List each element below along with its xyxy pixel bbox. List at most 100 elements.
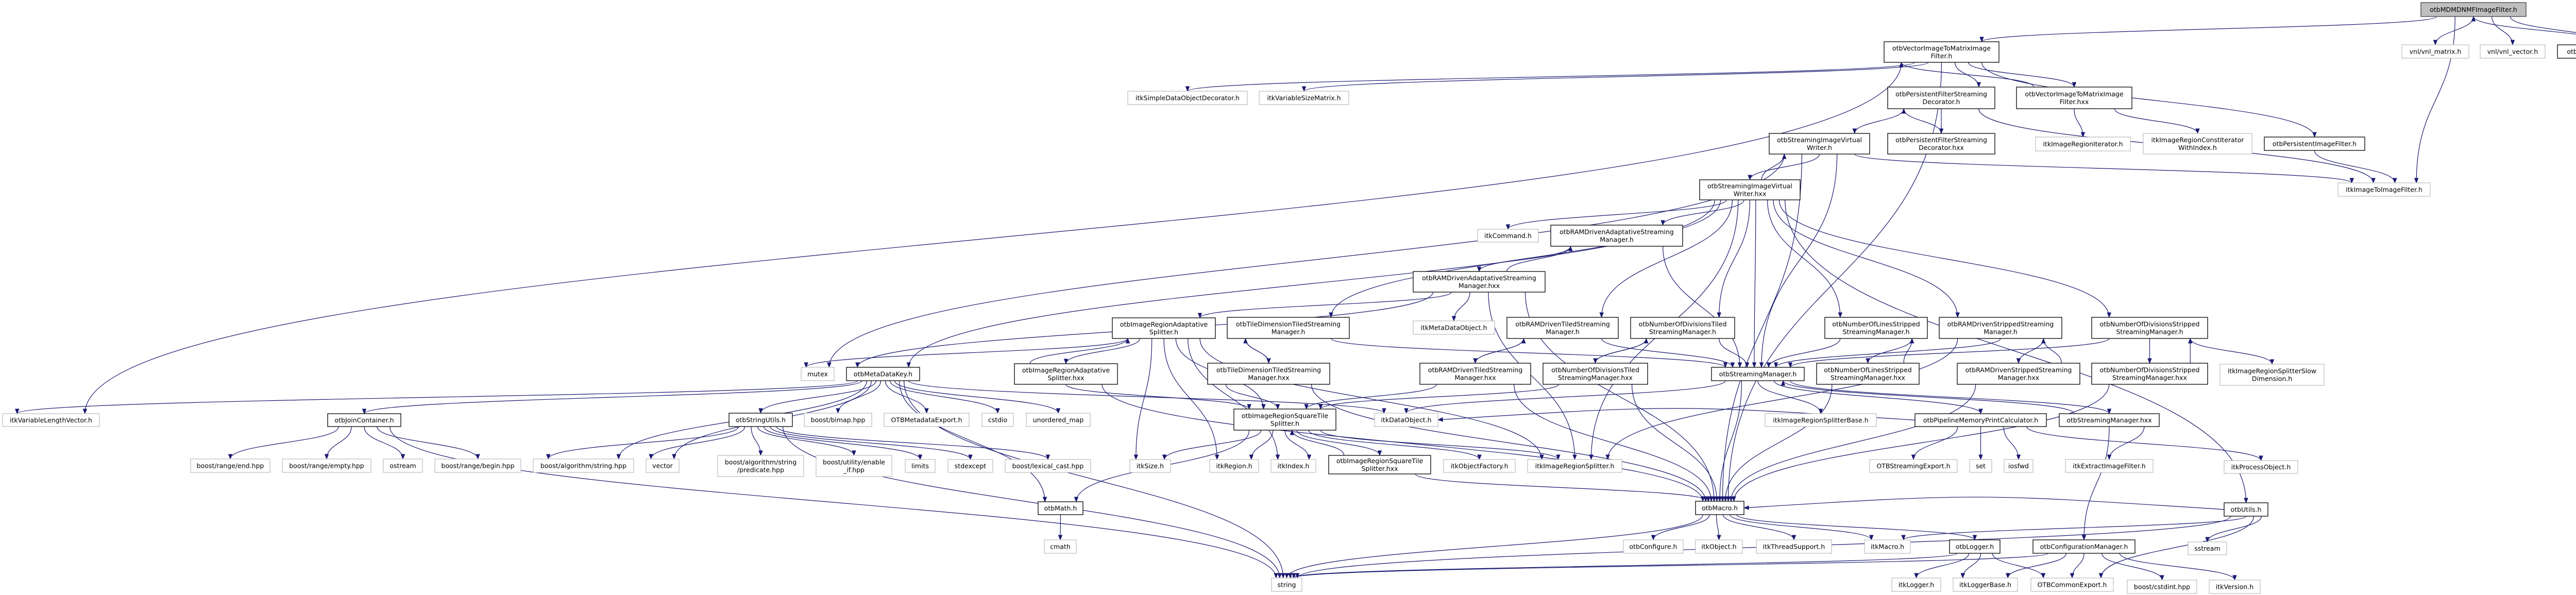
node-otbnumberofdivisionstiledstreamingmanager-hxx[interactable]: otbNumberOfDivisionsTiledStreamingManage…	[1543, 363, 1648, 385]
node-itkprocessobject-h[interactable]: itkProcessObject.h	[2224, 460, 2298, 474]
node-otblogger-h[interactable]: otbLogger.h	[1949, 539, 2001, 554]
node-box	[1864, 539, 1911, 554]
node-sstream[interactable]: sstream	[2188, 541, 2227, 555]
node-boost-utility-enable-if-hpp[interactable]: boost/utility/enable_if.hpp	[816, 455, 892, 477]
node-itkregion-h[interactable]: itkRegion.h	[1209, 459, 1259, 473]
node-cmath[interactable]: cmath	[1044, 539, 1077, 554]
node-label: set	[1976, 462, 1986, 470]
node-otbmetadataexport-h[interactable]: OTBMetadataExport.h	[884, 413, 970, 427]
node-boost-bimap-hpp[interactable]: boost/bimap.hpp	[804, 413, 872, 427]
node-otbnumberoflinesstrippedstreamingmanager-h[interactable]: otbNumberOfLinesStrippedStreamingManager…	[1824, 317, 1928, 339]
node-boost-algorithm-string-predicate-hpp[interactable]: boost/algorithm/string/predicate.hpp	[717, 455, 804, 477]
node-limits[interactable]: limits	[905, 459, 936, 473]
node-otbnumberofdivisionsstrippedstreamingmanager-hxx[interactable]: otbNumberOfDivisionsStrippedStreamingMan…	[2091, 363, 2208, 385]
edge-otbimageregionadaptativesplitter-h-to-otbimageregionadaptativesplitter-hxx	[1063, 338, 1140, 365]
node-otbstreamingmanager-h[interactable]: otbStreamingManager.h	[1711, 367, 1805, 381]
node-itkcommand-h[interactable]: itkCommand.h	[1477, 229, 1539, 243]
node-vnl-vnl-vector-h[interactable]: vnl/vnl_vector.h	[2480, 44, 2546, 59]
node-otbramdrivenadaptativestreamingmanager-hxx[interactable]: otbRAMDrivenAdaptativeStreamingManager.h…	[1413, 271, 1546, 293]
node-otbnumberofdivisionstiledstreamingmanager-h[interactable]: otbNumberOfDivisionsTiledStreamingManage…	[1630, 317, 1735, 339]
edge-otbstreamingimagevirtualwriter-hxx-to-otbnumberofdivisionsstrippedstreamingmanager-h	[1778, 199, 2112, 318]
node-itkthreadsupport-h[interactable]: itkThreadSupport.h	[1756, 539, 1832, 554]
node-label: string	[1278, 581, 1296, 589]
node-otbmath-h[interactable]: otbMath.h	[1038, 501, 1083, 515]
node-itkdataobject-h[interactable]: itkDataObject.h	[1374, 413, 1438, 427]
node-itkversion-h[interactable]: itkVersion.h	[2209, 580, 2261, 594]
edge-otbnumberofdivisionsstrippedstreamingmanager-h-to-itkimageregionsplitterslowdimension-h	[2190, 338, 2275, 365]
node-otbnumberoflinesstrippedstreamingmanager-hxx[interactable]: otbNumberOfLinesStrippedStreamingManager…	[1816, 363, 1920, 385]
node-itkmetadataobject-h[interactable]: itkMetaDataObject.h	[1413, 320, 1495, 335]
node-itksize-h[interactable]: itkSize.h	[1129, 459, 1171, 473]
node-otbmdmdnmfimagefilter-h[interactable]: otbMDMDNMFImageFilter.h	[2420, 2, 2527, 17]
node-otbmetadatakey-h[interactable]: otbMetaDataKey.h	[846, 367, 920, 381]
node-string[interactable]: string	[1271, 577, 1302, 592]
node-itkobject-h[interactable]: itkObject.h	[1695, 539, 1743, 554]
node-otbutils-h[interactable]: otbUtils.h	[2224, 502, 2268, 517]
node-mutex[interactable]: mutex	[801, 367, 835, 381]
node-itkimageregioniterator-h[interactable]: itkImageRegionIterator.h	[2035, 137, 2131, 151]
node-itkmacro-h[interactable]: itkMacro.h	[1864, 539, 1911, 554]
node-otbconfigure-h[interactable]: otbConfigure.h	[1623, 539, 1684, 554]
node-otbconfigurationmanager-h[interactable]: otbConfigurationManager.h	[2032, 539, 2136, 554]
node-otbtiledimensiontiledstreamingmanager-hxx[interactable]: otbTileDimensionTiledStreamingManager.hx…	[1207, 363, 1330, 385]
node-label: cmath	[1050, 543, 1071, 551]
node-itkloggerbase-h[interactable]: itkLoggerBase.h	[1953, 577, 2018, 592]
node-itkindex-h[interactable]: itkIndex.h	[1270, 459, 1316, 473]
node-otbpersistentimagefilter-h[interactable]: otbPersistentImageFilter.h	[2264, 137, 2365, 151]
node-vnl-vnl-matrix-h[interactable]: vnl/vnl_matrix.h	[2401, 44, 2469, 59]
node-ostream[interactable]: ostream	[383, 458, 423, 473]
node-itksimpledataobjectdecorator-h[interactable]: itkSimpleDataObjectDecorator.h	[1127, 91, 1248, 105]
edge-otbvectorimagetomatriximagefilter-hxx-to-itkimageregioniterator-h	[2074, 108, 2086, 138]
node-itklogger-h[interactable]: itkLogger.h	[1891, 577, 1941, 592]
node-itkextractimagefilter-h[interactable]: itkExtractImageFilter.h	[2065, 459, 2154, 473]
node-otbpipelinememoryprintcalculator-h[interactable]: otbPipelineMemoryPrintCalculator.h	[1914, 413, 2047, 427]
node-otbnumberofdivisionsstrippedstreamingmanager-h[interactable]: otbNumberOfDivisionsStrippedStreamingMan…	[2091, 317, 2208, 339]
node-boost-range-begin-hpp[interactable]: boost/range/begin.hpp	[434, 458, 521, 473]
node-cstdio[interactable]: cstdio	[981, 413, 1014, 427]
node-boost-lexical-cast-hpp[interactable]: boost/lexical_cast.hpp	[1005, 459, 1091, 473]
node-boost-range-empty-hpp[interactable]: boost/range/empty.hpp	[282, 458, 371, 473]
node-label: Filter.h	[1931, 52, 1953, 60]
node-itkvariablesizematrix-h[interactable]: itkVariableSizeMatrix.h	[1259, 91, 1349, 105]
node-boost-algorithm-string-hpp[interactable]: boost/algorithm/string.hpp	[533, 458, 634, 473]
node-vector[interactable]: vector	[646, 458, 680, 473]
node-boost-range-end-hpp[interactable]: boost/range/end.hpp	[190, 458, 270, 473]
node-itkimageregionsplitter-h[interactable]: itkImageRegionSplitter.h	[1527, 459, 1622, 473]
node-otbjoincontainer-h[interactable]: otbJoinContainer.h	[327, 413, 401, 427]
node-itkobjectfactory-h[interactable]: itkObjectFactory.h	[1443, 459, 1516, 473]
node-otbpersistentfilterstreamingdecorator-hxx[interactable]: otbPersistentFilterStreamingDecorator.hx…	[1887, 133, 1995, 155]
edge-otbstreamingimagevirtualwriter-hxx-to-otbstreamingmanager-h	[1752, 199, 1757, 368]
node-otbmacro-h[interactable]: otbMacro.h	[1695, 501, 1744, 515]
node-otbcommonexport-h[interactable]: OTBCommonExport.h	[2030, 577, 2114, 592]
node-itkimagetoimagefilter-h[interactable]: itkImageToImageFilter.h	[2337, 182, 2431, 197]
node-unordered-map[interactable]: unordered_map	[1026, 413, 1091, 427]
node-stdexcept[interactable]: stdexcept	[947, 459, 993, 473]
edge-otbvectorimagetomatriximagefilter-h-to-otbmacro-h	[1726, 62, 1942, 502]
node-otbstreamingexport-h[interactable]: OTBStreamingExport.h	[1869, 459, 1958, 473]
node-itkvariablelengthvector-h[interactable]: itkVariableLengthVector.h	[2, 413, 100, 427]
node-otbmdmdnmfimagefilter-hxx[interactable]: otbMDMDNMFImageFilter.hxx	[2557, 44, 2576, 59]
node-set[interactable]: set	[1969, 459, 1992, 473]
node-iosfwd[interactable]: iosfwd	[2004, 459, 2033, 473]
node-otbstreamingmanager-hxx[interactable]: otbStreamingManager.hxx	[2059, 413, 2160, 427]
node-otbstringutils-h[interactable]: otbStringUtils.h	[728, 413, 793, 427]
node-boost-cstdint-hpp[interactable]: boost/cstdint.hpp	[2127, 580, 2197, 594]
node-itkimageregionsplitterbase-h[interactable]: itkImageRegionSplitterBase.h	[1765, 413, 1877, 427]
